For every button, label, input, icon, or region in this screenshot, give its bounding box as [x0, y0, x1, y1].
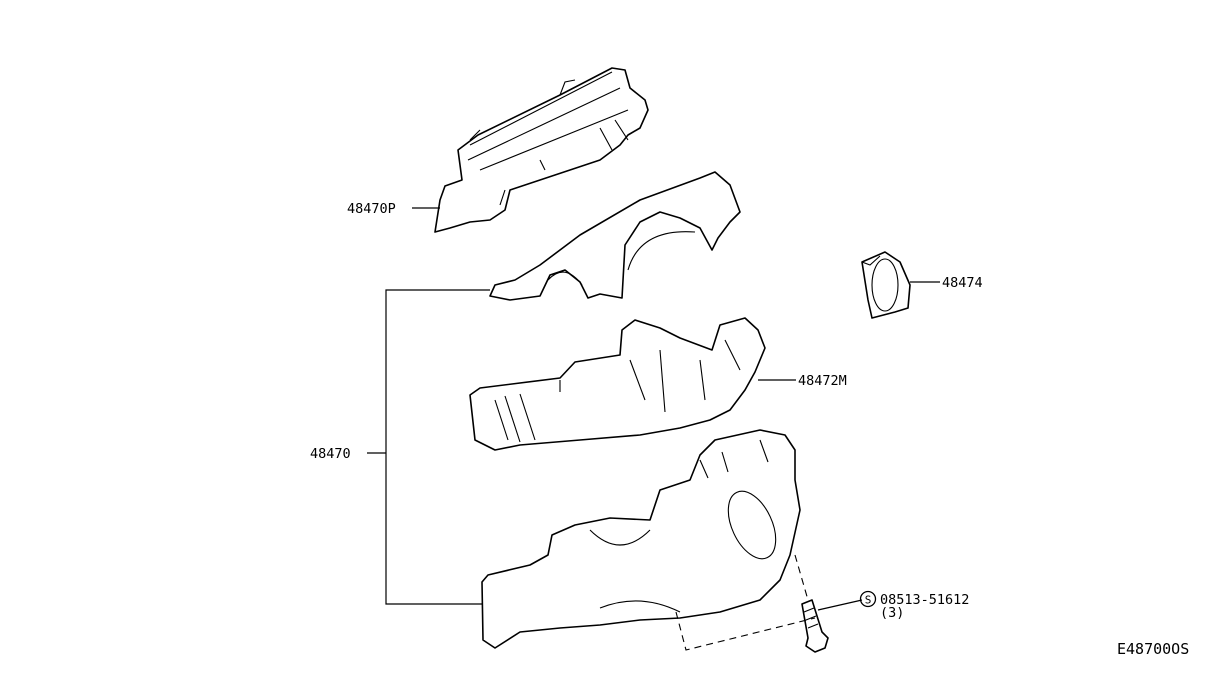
figure-code: E48700OS	[1117, 640, 1189, 658]
label-screw-qty: (3)	[880, 605, 904, 621]
label-48470: 48470	[310, 446, 351, 462]
screw-symbol: S	[859, 590, 877, 608]
part-ring	[861, 251, 911, 319]
leader-screw	[817, 599, 863, 611]
part-upper-cover	[489, 171, 741, 301]
part-middle-cover	[469, 317, 766, 451]
label-48474: 48474	[942, 275, 983, 291]
part-lower-cover	[481, 429, 801, 649]
part-screw	[801, 599, 829, 653]
bracket-48470	[367, 289, 490, 605]
screw-symbol-letter: S	[865, 594, 872, 607]
part-upper-finisher	[434, 67, 649, 233]
label-48470P: 48470P	[347, 201, 396, 217]
label-08513-51612: 08513-51612	[880, 592, 969, 608]
projection-lines	[675, 554, 816, 651]
label-48472M: 48472M	[798, 373, 847, 389]
